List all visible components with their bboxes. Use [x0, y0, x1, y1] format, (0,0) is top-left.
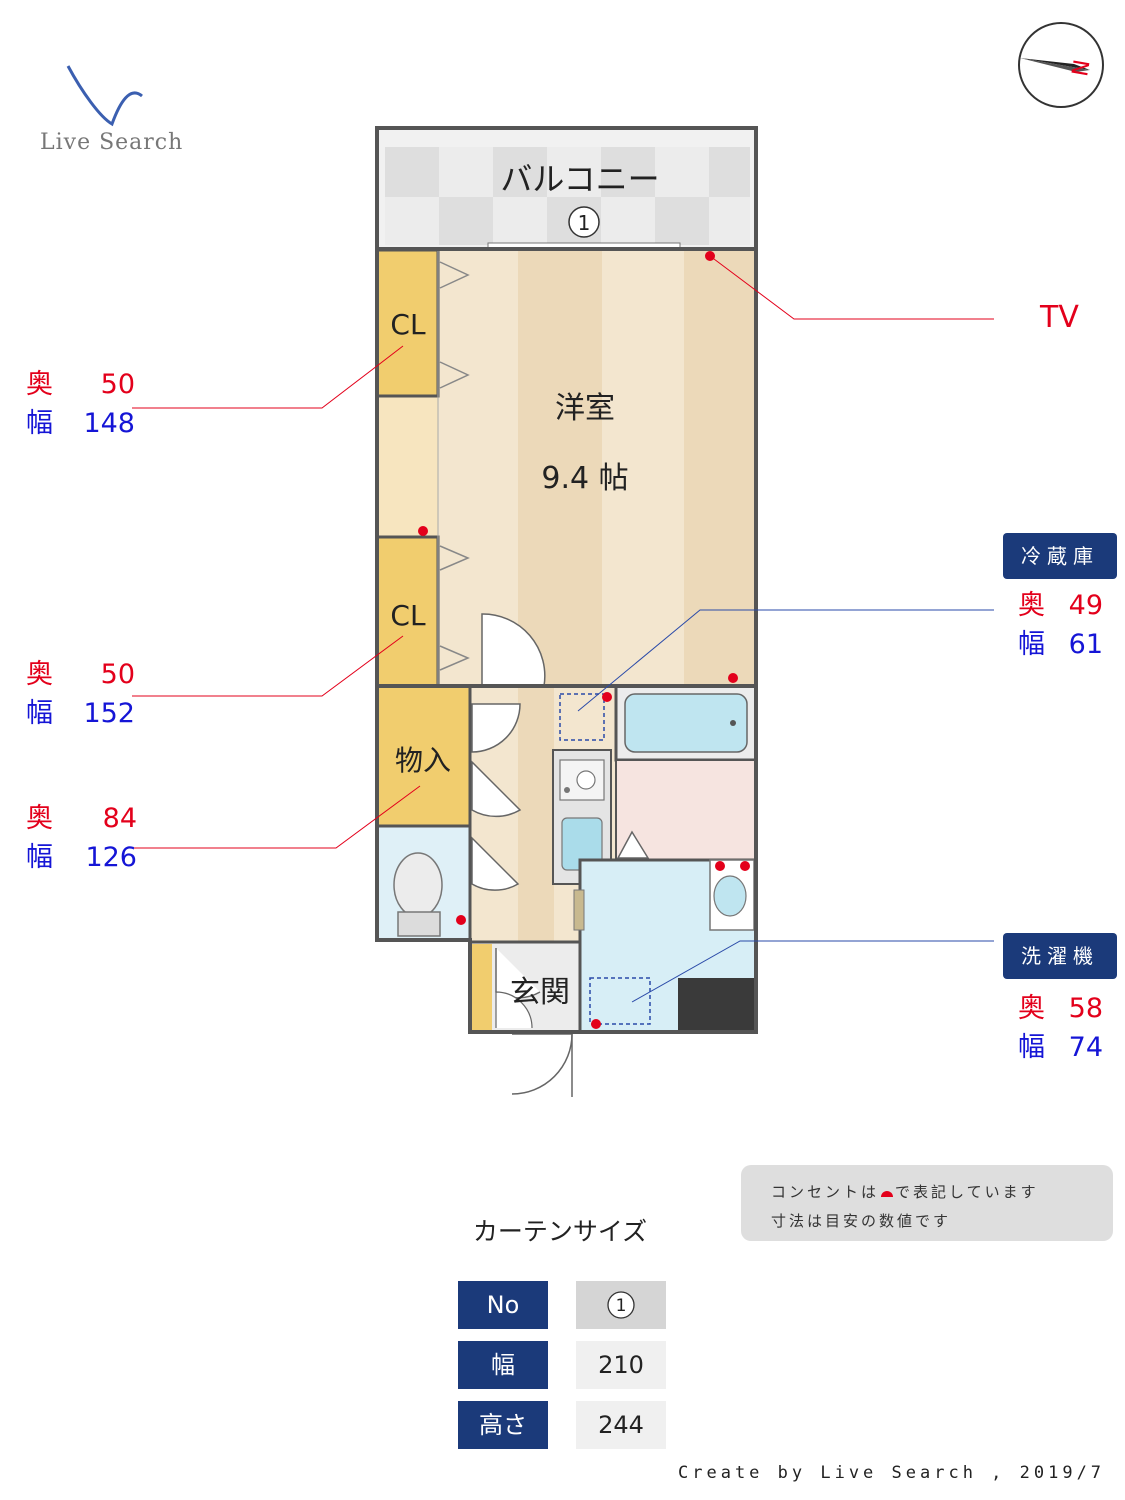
depth-label: 奥	[26, 803, 53, 834]
storage-label: 物入	[395, 744, 451, 777]
entrance-label: 玄関	[510, 975, 570, 1010]
live-search-logo	[66, 65, 143, 127]
closet-1-leader	[132, 345, 404, 409]
bath-door	[616, 830, 650, 859]
depth-label: 奥	[1018, 993, 1045, 1024]
width-label: 幅	[1018, 629, 1045, 660]
depth-label: 奥	[26, 369, 53, 400]
curtain-header-no: No	[458, 1281, 548, 1329]
curtain-value-width: 210	[576, 1341, 666, 1389]
depth-value: 50	[100, 659, 135, 690]
width-value: 126	[85, 842, 137, 873]
fridge-dimensions: 奥 49 幅 61	[1018, 586, 1103, 664]
main-room-label: 洋室	[555, 391, 615, 426]
width-value: 74	[1068, 1032, 1103, 1063]
closet-2	[375, 535, 440, 688]
curtain-window-number: 1	[616, 1296, 627, 1316]
width-value: 152	[83, 698, 135, 729]
brand-name: Live Search	[40, 130, 184, 155]
stove-icon	[576, 770, 596, 790]
hallway-doors	[471, 703, 522, 891]
depth-value: 49	[1068, 590, 1103, 621]
floor-plan: バルコニー 1 洋室 9.4 帖 CL CL 物入	[132, 126, 994, 1097]
curtain-value-no: 1	[576, 1281, 666, 1329]
storage-leader	[134, 785, 421, 849]
note-line-2: 寸法は目安の数値です	[771, 1212, 952, 1230]
window-marker	[568, 206, 600, 238]
entrance-door	[511, 1033, 573, 1095]
closet-door-marks	[439, 261, 470, 671]
width-value: 61	[1068, 629, 1103, 660]
fridge-tag: 冷蔵庫	[1003, 533, 1117, 579]
legend-note: コンセントはで表記しています 寸法は目安の数値です	[741, 1165, 1113, 1241]
closet-2-dimensions: 奥 50 幅 152	[26, 655, 135, 733]
main-room-size: 9.4 帖	[541, 461, 628, 496]
curtain-header-height: 高さ	[458, 1401, 548, 1449]
tv-leader	[709, 255, 994, 320]
washer-dimensions: 奥 58 幅 74	[1018, 989, 1103, 1067]
storage	[375, 684, 472, 828]
credit-line: Create by Live Search , 2019/7	[678, 1463, 1106, 1483]
balcony-label: バルコニー	[500, 160, 659, 198]
note-line-1-text: コンセントは	[771, 1183, 880, 1201]
tv-label: TV	[1040, 300, 1079, 335]
storage-dimensions: 奥 84 幅 126	[26, 799, 137, 877]
toilet-icon	[393, 852, 443, 918]
curtain-size-title: カーテンサイズ	[472, 1217, 648, 1246]
compass-icon: N	[1018, 22, 1104, 108]
compass-north-label: N	[1068, 58, 1095, 79]
closet-2-label: CL	[390, 599, 426, 632]
width-value: 148	[83, 408, 135, 439]
curtain-value-height: 244	[576, 1401, 666, 1449]
depth-value: 58	[1068, 993, 1103, 1024]
window-marker-number: 1	[578, 211, 591, 235]
curtain-window-marker: 1	[607, 1291, 635, 1319]
bathtub-icon	[624, 693, 748, 753]
note-line-1-tail: で表記しています	[895, 1183, 1039, 1201]
closet-1-label: CL	[390, 308, 426, 341]
shaft	[678, 978, 756, 1032]
depth-label: 奥	[1018, 590, 1045, 621]
fridge-leader	[577, 609, 994, 712]
room-door	[481, 613, 546, 687]
washer-space	[589, 977, 651, 1025]
width-label: 幅	[1018, 1032, 1045, 1063]
washer-tag: 洗濯機	[1003, 933, 1117, 979]
closet-1-dimensions: 奥 50 幅 148	[26, 365, 135, 443]
width-label: 幅	[26, 698, 53, 729]
washer-leader	[631, 940, 994, 1003]
depth-value: 50	[100, 369, 135, 400]
depth-label: 奥	[26, 659, 53, 690]
outlet-icon	[881, 1190, 894, 1197]
closet-2-leader	[132, 635, 404, 697]
width-label: 幅	[26, 408, 53, 439]
depth-value: 84	[102, 803, 137, 834]
note-line-1: コンセントはで表記しています	[771, 1181, 1039, 1202]
width-label: 幅	[26, 842, 53, 873]
curtain-header-width: 幅	[458, 1341, 548, 1389]
fridge-space	[559, 693, 605, 741]
